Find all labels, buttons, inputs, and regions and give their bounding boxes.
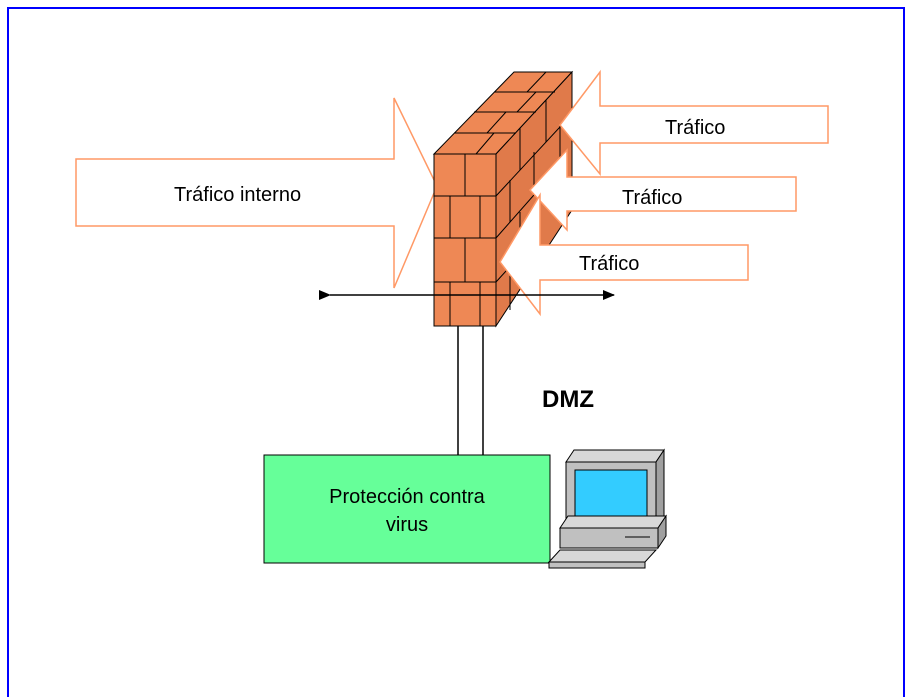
external-traffic-arrow-3 — [499, 192, 749, 317]
antivirus-box — [263, 454, 551, 564]
external-traffic-label-2: Tráfico — [622, 187, 683, 209]
external-traffic-label-1: Tráfico — [665, 117, 726, 139]
external-traffic-label-3: Tráfico — [579, 253, 640, 275]
antivirus-label: Protección contra virus — [264, 455, 550, 539]
external-traffic-arrow-1 — [559, 69, 829, 177]
diagram-frame — [7, 7, 905, 697]
dmz-label: DMZ — [542, 386, 594, 413]
antivirus-label-line1: Protección contra — [329, 486, 485, 508]
internal-traffic-label: Tráfico interno — [174, 184, 302, 206]
internal-traffic-arrow — [75, 97, 438, 289]
desktop-computer-icon — [547, 448, 667, 569]
antivirus-label-line2: virus — [385, 514, 429, 536]
external-traffic-arrow-2 — [528, 148, 797, 232]
